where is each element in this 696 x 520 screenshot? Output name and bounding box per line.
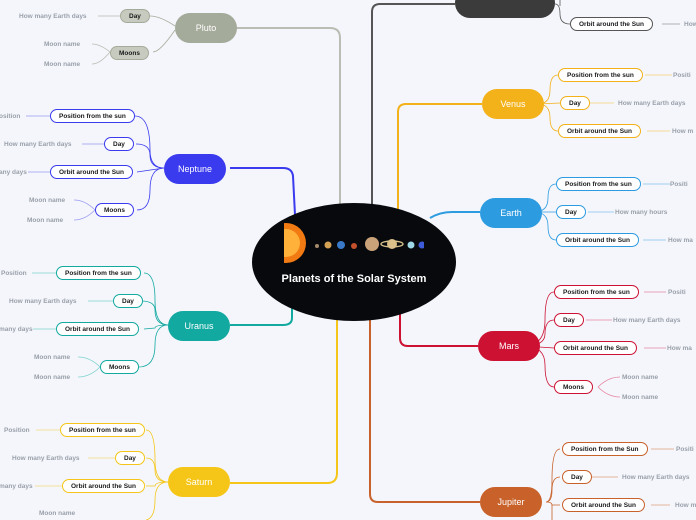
- topic-jupiter[interactable]: Jupiter: [480, 487, 542, 517]
- central-topic[interactable]: Planets of the Solar System: [252, 203, 456, 321]
- top-right-orbit-value[interactable]: How: [684, 20, 696, 28]
- branch-earth: [429, 211, 480, 219]
- uranus-orbit-value[interactable]: many days: [0, 325, 33, 333]
- neptune-position-value[interactable]: osition: [0, 112, 21, 120]
- neptune-moon-1[interactable]: Moon name: [29, 196, 66, 204]
- topic-pluto[interactable]: Pluto: [175, 13, 237, 43]
- earth-day[interactable]: Day: [556, 205, 586, 219]
- mars-position-value[interactable]: Positi: [668, 288, 686, 296]
- earth-position-value[interactable]: Positi: [670, 180, 688, 188]
- earth-orbit[interactable]: Orbit around the Sun: [556, 233, 639, 247]
- saturn-orbit-value[interactable]: many days: [0, 482, 33, 490]
- mars-position[interactable]: Position from the sun: [554, 285, 639, 299]
- neptune-day-value[interactable]: How many Earth days: [4, 140, 72, 148]
- saturn-orbit[interactable]: Orbit around the Sun: [62, 479, 145, 493]
- topic-uranus[interactable]: Uranus: [168, 311, 230, 341]
- mars-orbit[interactable]: Orbit around the Sun: [554, 341, 637, 355]
- topic-venus[interactable]: Venus: [482, 89, 544, 119]
- earth-day-value[interactable]: How many hours: [615, 208, 668, 216]
- saturn-day-value[interactable]: How many Earth days: [12, 454, 80, 462]
- neptune-position[interactable]: Position from the sun: [50, 109, 135, 123]
- uranus-day-value[interactable]: How many Earth days: [9, 297, 77, 305]
- saturn-day[interactable]: Day: [115, 451, 145, 465]
- mars-orbit-value[interactable]: How ma: [667, 344, 692, 352]
- topic-top-right[interactable]: [455, 0, 555, 18]
- uranus-position-value[interactable]: Position: [1, 269, 27, 277]
- neptune-day[interactable]: Day: [104, 137, 134, 151]
- neptune-orbit-value[interactable]: any days: [0, 168, 27, 176]
- earth-orbit-value[interactable]: How ma: [668, 236, 693, 244]
- earth-position[interactable]: Position from the sun: [556, 177, 641, 191]
- neptune-moons[interactable]: Moons: [95, 203, 134, 217]
- pluto-day-value[interactable]: How many Earth days: [19, 12, 87, 20]
- topic-neptune[interactable]: Neptune: [164, 154, 226, 184]
- mars-moon-2[interactable]: Moon name: [622, 393, 659, 401]
- neptune-moon-2[interactable]: Moon name: [27, 216, 64, 224]
- saturn-position-value[interactable]: Position: [4, 426, 30, 434]
- uranus-day[interactable]: Day: [113, 294, 143, 308]
- topic-mars[interactable]: Mars: [478, 331, 540, 361]
- uranus-moon-1[interactable]: Moon name: [34, 353, 71, 361]
- jupiter-orbit[interactable]: Orbit around the Sun: [562, 498, 645, 512]
- venus-orbit-value[interactable]: How m: [672, 127, 694, 135]
- venus-day-value[interactable]: How many Earth days: [618, 99, 686, 107]
- branch-jupiter: [369, 318, 480, 503]
- jupiter-position[interactable]: Position from the Sun: [562, 442, 648, 456]
- uranus-orbit[interactable]: Orbit around the Sun: [56, 322, 139, 336]
- neptune-orbit[interactable]: Orbit around the Sun: [50, 165, 133, 179]
- pluto-day[interactable]: Day: [120, 9, 150, 23]
- jupiter-position-value[interactable]: Positi: [676, 445, 694, 453]
- topic-earth[interactable]: Earth: [480, 198, 542, 228]
- venus-position-value[interactable]: Positi: [673, 71, 691, 79]
- branch-mars: [399, 305, 478, 347]
- saturn-position[interactable]: Position from the sun: [60, 423, 145, 437]
- central-topic-title: Planets of the Solar System: [281, 273, 427, 285]
- pluto-moon-1[interactable]: Moon name: [44, 40, 81, 48]
- venus-day[interactable]: Day: [560, 96, 590, 110]
- venus-orbit[interactable]: Orbit around the Sun: [558, 124, 641, 138]
- saturn-moon-1[interactable]: Moon name: [39, 509, 76, 517]
- solar-system-image: [284, 223, 424, 263]
- mars-day-value[interactable]: How many Earth days: [613, 316, 681, 324]
- jupiter-day[interactable]: Day: [562, 470, 592, 484]
- pluto-moon-2[interactable]: Moon name: [44, 60, 81, 68]
- pluto-moons[interactable]: Moons: [110, 46, 149, 60]
- branch-saturn: [230, 318, 338, 484]
- uranus-moon-2[interactable]: Moon name: [34, 373, 71, 381]
- jupiter-day-value[interactable]: How many Earth days: [622, 473, 690, 481]
- topic-saturn[interactable]: Saturn: [168, 467, 230, 497]
- branch-uranus: [230, 305, 293, 326]
- branch-neptune: [230, 167, 296, 216]
- branch-pluto: [230, 27, 341, 212]
- mars-day[interactable]: Day: [554, 313, 584, 327]
- mars-moon-1[interactable]: Moon name: [622, 373, 659, 381]
- mars-moons[interactable]: Moons: [554, 380, 593, 394]
- top-right-orbit[interactable]: Orbit around the Sun: [570, 17, 653, 31]
- branch-top-right: [371, 3, 455, 208]
- jupiter-orbit-value[interactable]: How m: [675, 501, 696, 509]
- uranus-moons[interactable]: Moons: [100, 360, 139, 374]
- uranus-position[interactable]: Position from the sun: [56, 266, 141, 280]
- branch-venus: [397, 103, 482, 215]
- venus-position[interactable]: Position from the sun: [558, 68, 643, 82]
